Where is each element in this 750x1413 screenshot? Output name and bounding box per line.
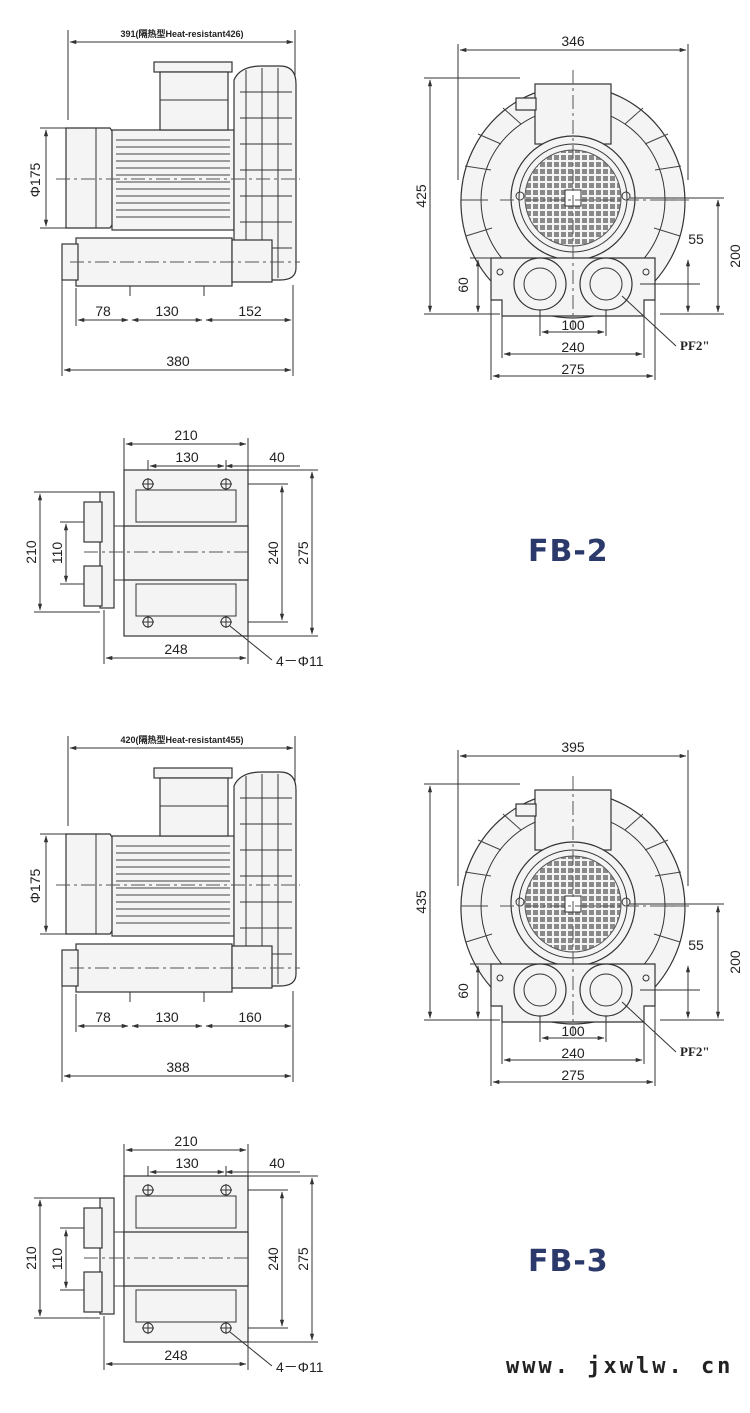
fb3-side-seg-1: 78 [95, 1009, 111, 1025]
fb2-front-center-height: 200 [727, 244, 743, 268]
fb2-base-bottom-span: 248 [164, 641, 188, 657]
fb2-base-hole-spacing: 130 [175, 449, 199, 465]
fb2-front-view: 346 425 200 55 60 100 240 275 PF2" [413, 33, 743, 380]
fb3-front-port-label: PF2" [680, 1044, 710, 1059]
fb3-base-view: 210 130 40 210 110 240 275 248 4－Φ11 [23, 1133, 324, 1375]
fb3-side-overall-bottom: 388 [166, 1059, 190, 1075]
fb2-base-view: 210 130 40 210 110 240 275 248 4－Φ11 [23, 427, 324, 669]
fb2-front-inner-base: 240 [561, 339, 585, 355]
fb3-side-seg-2: 130 [155, 1009, 179, 1025]
fb3-front-port-spacing: 100 [561, 1023, 585, 1039]
fb3-base-inner-height: 240 [265, 1247, 281, 1271]
fb2-base-edge-offset: 40 [269, 449, 285, 465]
fb3-base-hole-spacing: 130 [175, 1155, 199, 1171]
fb3-side-view: 420(隔热型Heat-resistant455) Φ175 78 130 16… [27, 734, 300, 1082]
fb3-front-view: 395 435 200 55 60 100 240 275 PF2" [413, 739, 743, 1086]
fb2-side-overall-bottom: 380 [166, 353, 190, 369]
fb2-side-view: 391(隔热型Heat-resistant426) Φ175 78 130 15… [27, 28, 300, 376]
fb2-base-holes-label: 4－Φ11 [276, 653, 324, 669]
fb3-side-seg-3: 160 [238, 1009, 262, 1025]
model-label-fb2: FB-2 [528, 534, 609, 569]
fb2-side-diameter: Φ175 [27, 163, 43, 198]
fb3-base-bottom-span: 248 [164, 1347, 188, 1363]
fb3-side-overall-top: 420(隔热型Heat-resistant455) [120, 734, 243, 745]
fb3-front-width: 395 [561, 739, 585, 755]
fb2-base-flange-height: 110 [49, 542, 65, 565]
fb2-front-port-label: PF2" [680, 338, 710, 353]
fb2-base-outer-height: 275 [295, 541, 311, 565]
fb2-base-left-height: 210 [23, 540, 39, 564]
fb2-side-seg-2: 130 [155, 303, 179, 319]
fb2-side-seg-1: 78 [95, 303, 111, 319]
fb3-base-flange-height: 110 [49, 1248, 65, 1271]
fb3-side-diameter: Φ175 [27, 869, 43, 904]
fb2-side-overall-top: 391(隔热型Heat-resistant426) [120, 28, 243, 39]
fb3-base-outer-height: 275 [295, 1247, 311, 1271]
fb2-base-inner-height: 240 [265, 541, 281, 565]
fb2-front-outer-base: 275 [561, 361, 585, 377]
fb3-front-port-offset: 55 [688, 937, 704, 953]
fb3-base-top-span: 210 [174, 1133, 198, 1149]
fb2-front-height: 425 [413, 184, 429, 208]
fb3-front-outer-base: 275 [561, 1067, 585, 1083]
fb3-base-left-height: 210 [23, 1246, 39, 1270]
fb2-front-flange-height: 60 [455, 277, 471, 293]
fb3-front-flange-height: 60 [455, 983, 471, 999]
fb2-front-port-spacing: 100 [561, 317, 585, 333]
fb2-base-top-span: 210 [174, 427, 198, 443]
fb2-side-seg-3: 152 [238, 303, 262, 319]
fb3-front-inner-base: 240 [561, 1045, 585, 1061]
fb3-front-height: 435 [413, 890, 429, 914]
fb3-front-center-height: 200 [727, 950, 743, 974]
model-label-fb3: FB-3 [528, 1244, 609, 1279]
website-watermark: www. jxwlw. cn [506, 1354, 734, 1379]
fb2-front-width: 346 [561, 33, 585, 49]
fb3-base-edge-offset: 40 [269, 1155, 285, 1171]
fb2-front-port-offset: 55 [688, 231, 704, 247]
fb3-base-holes-label: 4－Φ11 [276, 1359, 324, 1375]
